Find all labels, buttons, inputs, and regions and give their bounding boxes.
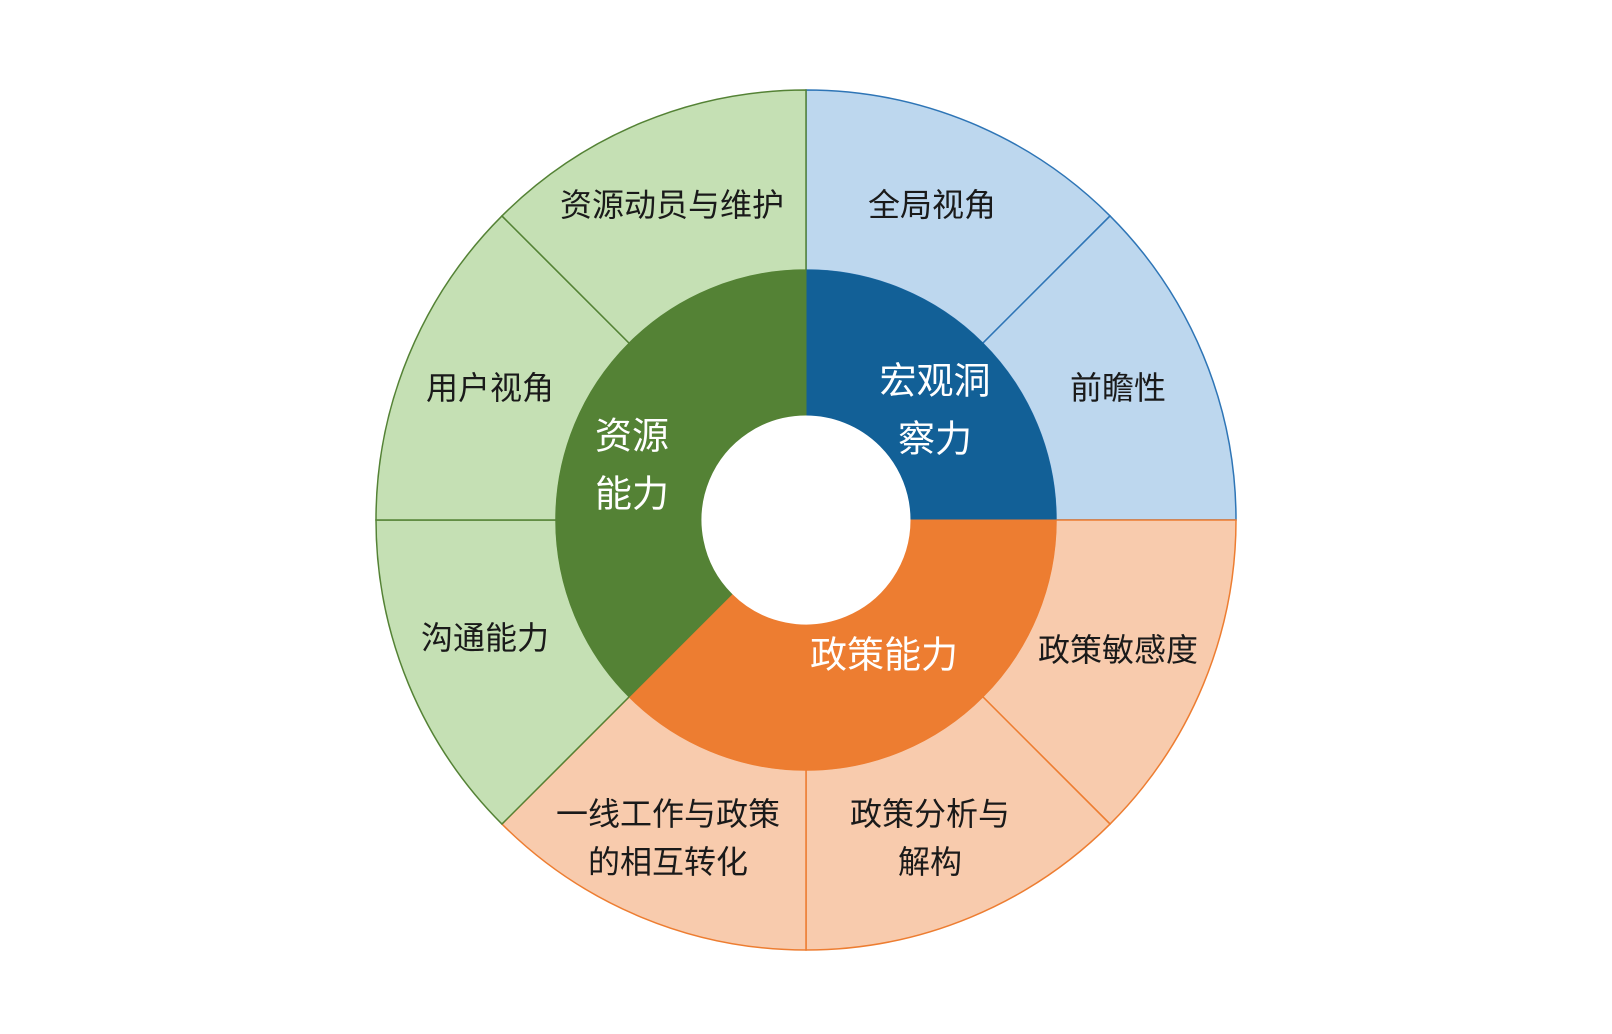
outer-segment-label: 政策分析与解构 bbox=[850, 795, 1010, 881]
inner-segment-label-policy: 政策能力 bbox=[810, 634, 958, 677]
outer-segment-label: 政策敏感度 bbox=[1038, 631, 1198, 669]
inner-segment-resource bbox=[555, 269, 807, 698]
inner-segment-label-macro-line: 察力 bbox=[898, 418, 972, 461]
outer-segment-label-line: 政策分析与 bbox=[850, 795, 1010, 833]
inner-segment-label-resource-line: 能力 bbox=[595, 473, 669, 516]
inner-segment-label-resource: 资源能力 bbox=[595, 415, 669, 516]
inner-segment-label-macro: 宏观洞察力 bbox=[880, 360, 991, 461]
outer-segment-label: 资源动员与维护 bbox=[560, 186, 784, 224]
inner-segment-label-macro-line: 宏观洞 bbox=[880, 360, 991, 403]
outer-segment-label-line: 资源动员与维护 bbox=[560, 186, 784, 224]
outer-segment-label-line: 前瞻性 bbox=[1070, 369, 1166, 407]
outer-segment-label-line: 用户视角 bbox=[426, 369, 554, 407]
outer-segment-label-line: 政策敏感度 bbox=[1038, 631, 1198, 669]
outer-segment-label: 沟通能力 bbox=[421, 619, 549, 657]
outer-segment-label-line: 解构 bbox=[898, 843, 962, 881]
outer-segment-label-line: 的相互转化 bbox=[588, 843, 748, 881]
outer-segment-label: 一线工作与政策的相互转化 bbox=[556, 795, 780, 881]
outer-segment-label-line: 一线工作与政策 bbox=[556, 795, 780, 833]
inner-segment-label-resource-line: 资源 bbox=[595, 415, 669, 458]
outer-segment-label: 前瞻性 bbox=[1070, 369, 1166, 407]
inner-segment-macro bbox=[805, 269, 1057, 521]
outer-segment-label: 用户视角 bbox=[426, 369, 554, 407]
outer-segment-label-line: 全局视角 bbox=[868, 186, 996, 224]
outer-segment-label: 全局视角 bbox=[868, 186, 996, 224]
outer-ring bbox=[375, 89, 1237, 951]
inner-segment-policy bbox=[628, 519, 1057, 771]
inner-ring bbox=[555, 269, 1057, 771]
outer-segment-label-line: 沟通能力 bbox=[421, 619, 549, 657]
outer-ring-labels: 全局视角前瞻性政策敏感度政策分析与解构一线工作与政策的相互转化沟通能力用户视角资… bbox=[421, 186, 1198, 881]
inner-segment-label-policy-line: 政策能力 bbox=[810, 634, 958, 677]
